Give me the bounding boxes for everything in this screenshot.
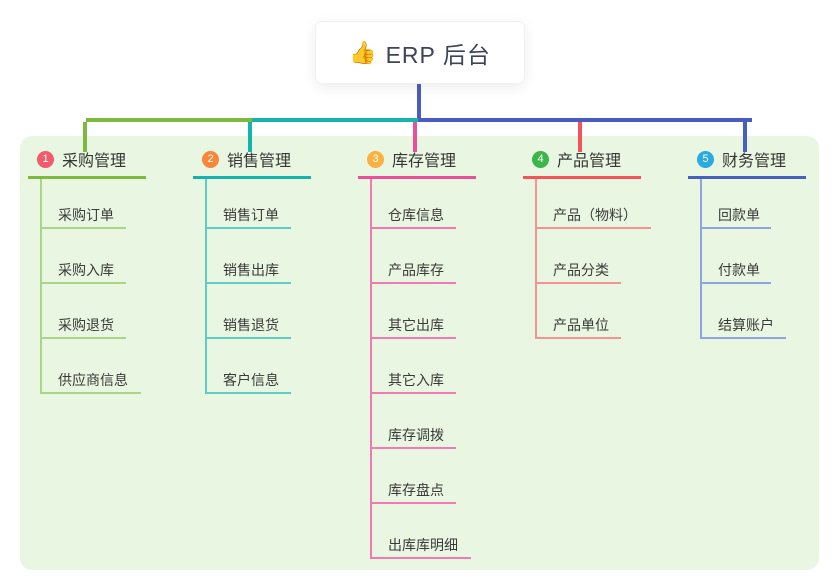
thumbs-up-icon: 👍 <box>349 39 377 65</box>
child-node[interactable]: 销售出库 <box>223 262 279 278</box>
connector-rail-segment <box>86 118 252 122</box>
branch-drop-line <box>83 122 87 152</box>
branch-node-4[interactable]: 4 产品管理 <box>532 148 621 170</box>
branch-underline <box>688 176 806 179</box>
children-connector-line <box>370 179 372 559</box>
child-underline <box>370 337 456 339</box>
child-underline <box>535 282 621 284</box>
child-underline <box>370 282 456 284</box>
child-underline <box>40 282 126 284</box>
branch-number-badge: 4 <box>532 150 549 168</box>
child-underline <box>370 447 456 449</box>
branch-label: 财务管理 <box>722 153 787 170</box>
child-node[interactable]: 产品（物料） <box>553 207 637 223</box>
children-connector-line <box>40 179 42 394</box>
branch-node-5[interactable]: 5 财务管理 <box>697 148 786 170</box>
branch-number-badge: 1 <box>37 150 54 168</box>
branch-label: 采购管理 <box>62 153 127 170</box>
branch-label: 销售管理 <box>227 153 292 170</box>
child-underline <box>205 337 291 339</box>
children-connector-line <box>535 179 537 339</box>
root-node-label: ERP 后台 <box>385 41 491 68</box>
child-underline <box>535 337 621 339</box>
root-stem-line <box>417 84 421 118</box>
child-node[interactable]: 付款单 <box>718 262 760 278</box>
child-node[interactable]: 出库库明细 <box>388 537 458 553</box>
branch-drop-line <box>578 122 582 152</box>
child-node[interactable]: 产品库存 <box>388 262 444 278</box>
child-node[interactable]: 回款单 <box>718 207 760 223</box>
child-underline <box>535 227 651 229</box>
child-underline <box>370 502 456 504</box>
child-node[interactable]: 产品分类 <box>553 262 609 278</box>
branch-number-badge: 5 <box>697 150 714 168</box>
branch-underline <box>28 176 146 179</box>
branch-label: 库存管理 <box>392 153 457 170</box>
child-underline <box>40 392 141 394</box>
child-node[interactable]: 产品单位 <box>553 317 609 333</box>
child-node[interactable]: 客户信息 <box>223 372 279 388</box>
child-underline <box>700 337 786 339</box>
branch-node-3[interactable]: 3 库存管理 <box>367 148 456 170</box>
child-underline <box>370 557 471 559</box>
children-connector-line <box>205 179 207 394</box>
child-node[interactable]: 其它出库 <box>388 317 444 333</box>
child-node[interactable]: 结算账户 <box>718 317 774 333</box>
child-node[interactable]: 采购订单 <box>58 207 114 223</box>
child-underline <box>40 337 126 339</box>
child-node[interactable]: 仓库信息 <box>388 207 444 223</box>
child-underline <box>700 227 771 229</box>
branch-drop-line <box>413 122 417 152</box>
branch-drop-line <box>248 122 252 152</box>
branch-underline <box>523 176 641 179</box>
child-node[interactable]: 销售退货 <box>223 317 279 333</box>
branch-label: 产品管理 <box>557 153 622 170</box>
child-underline <box>700 282 771 284</box>
child-node[interactable]: 采购退货 <box>58 317 114 333</box>
branches-panel <box>20 136 819 570</box>
child-node[interactable]: 供应商信息 <box>58 372 128 388</box>
child-underline <box>370 392 456 394</box>
children-connector-line <box>700 179 702 339</box>
branch-node-2[interactable]: 2 销售管理 <box>202 148 291 170</box>
root-node[interactable]: 👍 ERP 后台 <box>315 21 525 84</box>
child-underline <box>205 282 291 284</box>
branch-underline <box>193 176 311 179</box>
child-underline <box>205 227 291 229</box>
connector-rail-segment <box>418 118 752 122</box>
child-underline <box>205 392 291 394</box>
branch-underline <box>358 176 476 179</box>
child-node[interactable]: 销售订单 <box>223 207 279 223</box>
child-underline <box>370 227 456 229</box>
branch-node-1[interactable]: 1 采购管理 <box>37 148 126 170</box>
branch-number-badge: 3 <box>367 150 384 168</box>
child-node[interactable]: 其它入库 <box>388 372 444 388</box>
branch-drop-line <box>743 122 747 152</box>
child-node[interactable]: 库存盘点 <box>388 482 444 498</box>
connector-rail-segment <box>252 118 418 122</box>
child-node[interactable]: 采购入库 <box>58 262 114 278</box>
child-node[interactable]: 库存调拨 <box>388 427 444 443</box>
child-underline <box>40 227 126 229</box>
branch-number-badge: 2 <box>202 150 219 168</box>
